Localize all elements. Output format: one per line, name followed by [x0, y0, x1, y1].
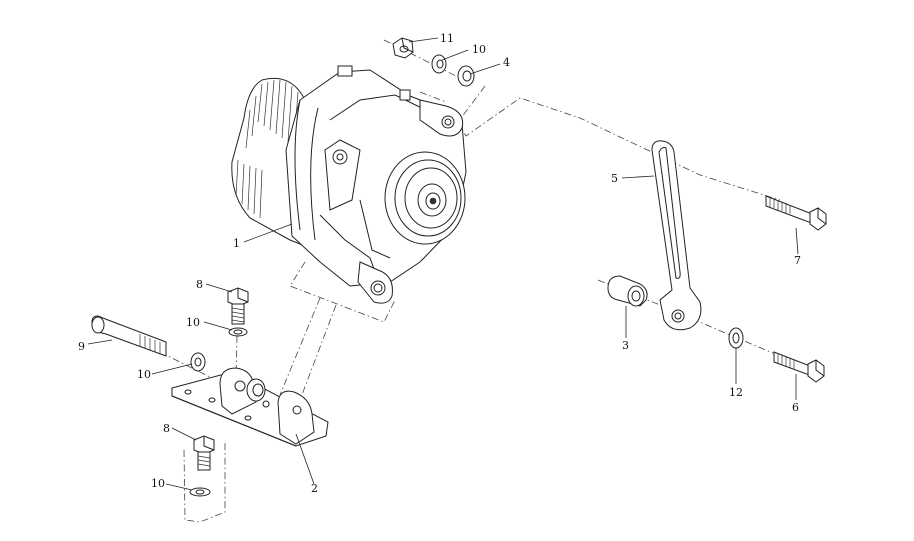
- callout-6: 6: [792, 401, 799, 414]
- callout-9: 9: [78, 340, 85, 353]
- callout-10: 10: [186, 316, 200, 329]
- callout-8: 8: [196, 278, 203, 291]
- bolt-part-8-lower: [193, 435, 215, 471]
- washer-part-10-top: [431, 54, 447, 74]
- callout-10: 10: [151, 477, 165, 490]
- nut-part-11: [392, 37, 414, 59]
- callout-1: 1: [233, 237, 240, 250]
- bolt-part-8-upper: [227, 287, 249, 325]
- alternator-part-1: [231, 65, 467, 304]
- callout-2: 2: [311, 482, 318, 495]
- callout-12: 12: [729, 386, 743, 399]
- callout-labels: 11 10 4 1 5 7 8 10 9 10 3 12 6 8 2 10: [78, 32, 801, 495]
- washer-part-4: [457, 65, 475, 87]
- bolt-part-9: [91, 315, 167, 357]
- bolt-part-6: [773, 351, 825, 383]
- bolt-part-7: [765, 195, 827, 231]
- mounting-bracket-part-2: [171, 367, 329, 447]
- callout-4: 4: [503, 56, 510, 69]
- callout-8: 8: [163, 422, 170, 435]
- leader-lines: [87, 37, 799, 491]
- callout-11: 11: [440, 32, 454, 45]
- washer-part-10-left: [190, 352, 206, 372]
- washer-part-12: [728, 327, 744, 349]
- callout-10: 10: [137, 368, 151, 381]
- spacer-part-3: [607, 275, 648, 307]
- callout-3: 3: [622, 339, 629, 352]
- washer-part-10-upper: [228, 327, 248, 337]
- adjusting-link-part-5: [651, 140, 702, 331]
- callout-7: 7: [794, 254, 801, 267]
- washer-part-10-lower: [189, 487, 211, 497]
- callout-5: 5: [611, 172, 618, 185]
- callout-10: 10: [472, 43, 486, 56]
